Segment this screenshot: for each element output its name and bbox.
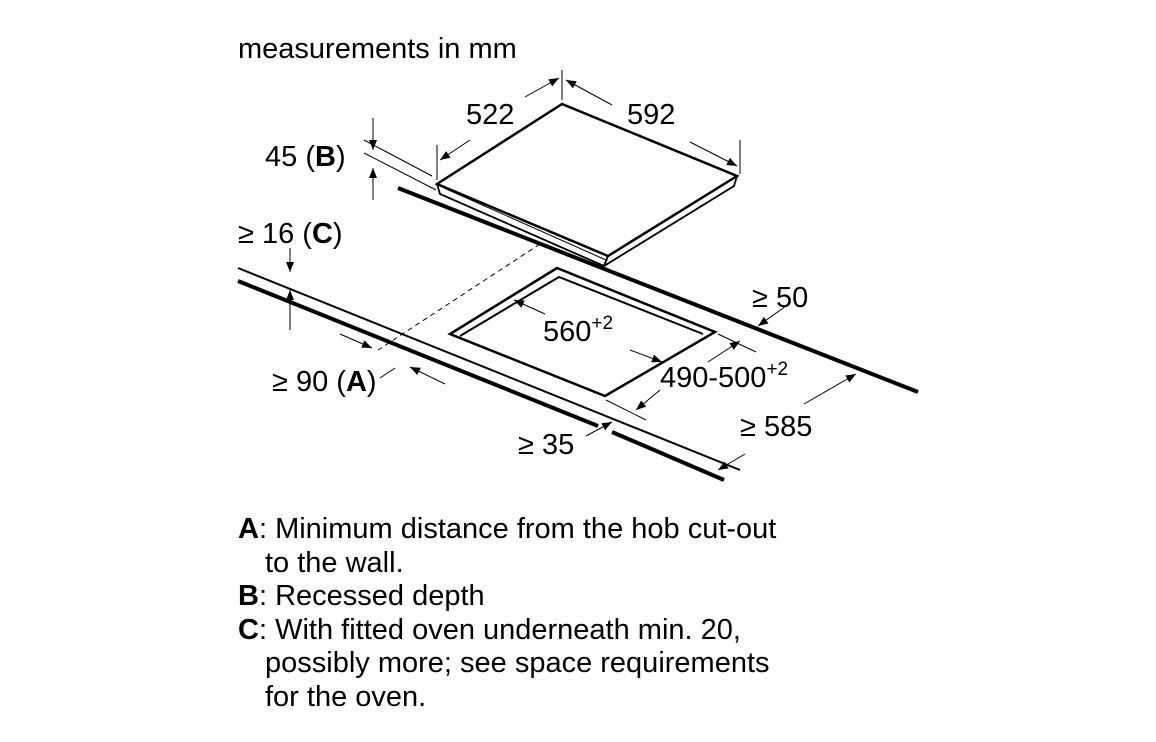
legend-item-b: B: Recessed depth: [238, 580, 485, 612]
dim-front-distance: ≥ 35: [518, 429, 574, 461]
diagram-title: measurements in mm: [238, 33, 517, 65]
dim-rear-distance: ≥ 50: [752, 282, 808, 314]
worktop-front-bottom-edge: [237, 279, 599, 428]
legend-item-c-cont: for the oven.: [265, 680, 427, 713]
legend-text: Recessed depth: [275, 580, 485, 612]
legend-item-c: C: With fitted oven underneath min. 20,: [238, 613, 741, 646]
legend-key: C: [238, 613, 259, 646]
legend-item-c-cont: possibly more; see space requirements: [265, 647, 770, 679]
legend-key: B: [238, 580, 259, 612]
dim-cutout-width: 560+2: [543, 313, 613, 348]
dim-wall-distance: ≥ 90 (A): [272, 366, 377, 398]
legend: A: Minimum distance from the hob cut-out…: [238, 513, 776, 714]
dim-recess-depth: 45 (B): [265, 141, 346, 173]
worktop-rear-edge: [397, 186, 919, 394]
worktop-front-bottom-edge: [611, 430, 725, 482]
projection-dashed-line: [377, 243, 541, 351]
cutout: [447, 266, 718, 398]
dim-hob-width: 592: [627, 99, 675, 131]
hob: [434, 102, 740, 269]
worktop-front-top-edge: [237, 267, 741, 471]
legend-text: Minimum distance from the hob cut-out: [275, 513, 777, 545]
dim-worktop-depth: ≥ 585: [740, 411, 812, 443]
legend-text: With fitted oven underneath min. 20,: [275, 613, 741, 646]
dimension-lines: [286, 70, 857, 471]
legend-item-a: A: Minimum distance from the hob cut-out: [238, 513, 777, 545]
dim-cutout-depth: 490-500+2: [660, 359, 788, 394]
dim-worktop-thickness: ≥ 16 (C): [238, 218, 343, 250]
dim-hob-depth: 522: [466, 99, 514, 131]
legend-item-a-cont: to the wall.: [265, 546, 404, 579]
legend-key: A: [238, 513, 259, 545]
